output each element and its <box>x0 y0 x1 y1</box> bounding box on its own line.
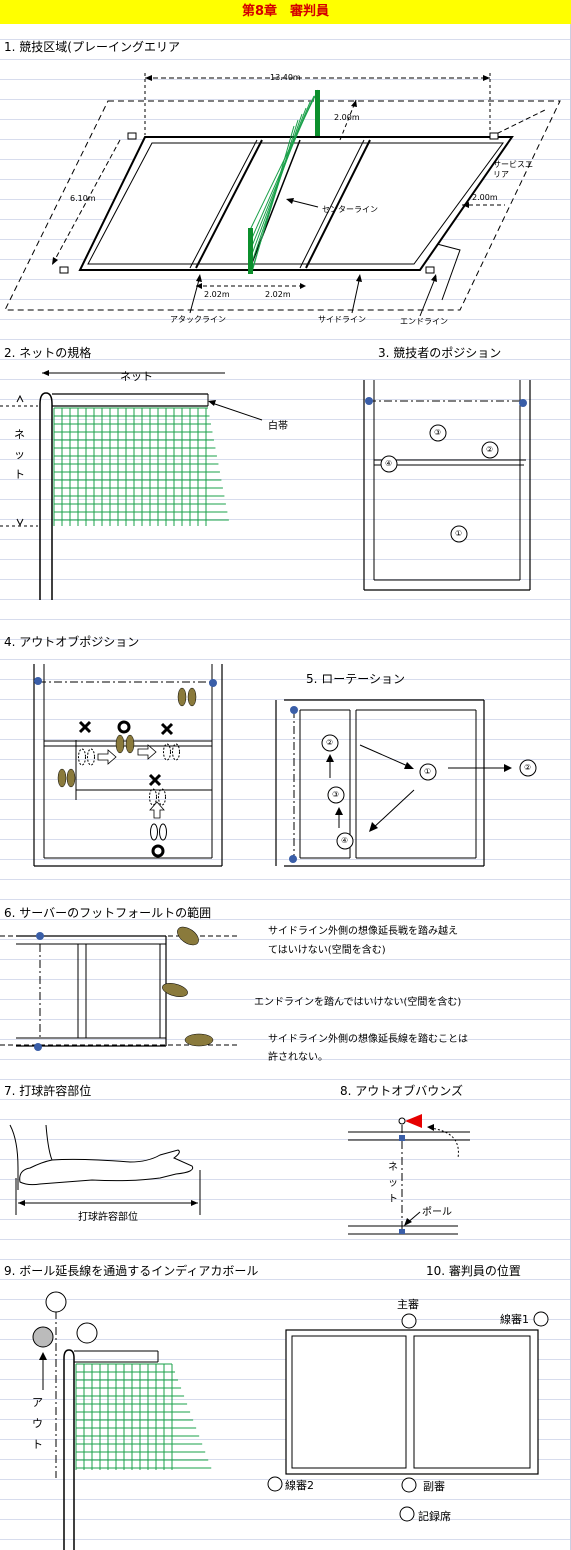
pole-right-1 <box>315 90 320 136</box>
out-of-position-diagram <box>33 664 223 867</box>
attack-right-label: 2.02m <box>265 290 291 299</box>
free-zone-label: 2.00m <box>472 193 498 202</box>
referee-2-label: 副審 <box>423 1480 445 1493</box>
rotation-position-4: ④ <box>341 836 349 845</box>
rotation-position-2: ② <box>326 738 334 747</box>
position-1: ① <box>455 529 463 538</box>
hitting-area-caption: 打球許容部位 <box>78 1212 138 1223</box>
attack-left-label: 2.02m <box>204 290 230 299</box>
out-of-bounds-diagram <box>348 1114 470 1235</box>
net-width-label: ネット <box>120 370 153 383</box>
foot-fault-note-1-line-1: サイドライン外側の想像延長戦を踏み越え <box>268 926 458 937</box>
top-tape-label: 白帯 <box>268 421 288 432</box>
section-8-heading: 8. アウトオブバウンズ <box>340 1084 464 1098</box>
rotation-position-3: ③ <box>332 790 340 799</box>
foot-fault-diagram <box>0 926 240 1051</box>
section-1-heading: 1. 競技区域(プレーイングエリア <box>4 40 180 54</box>
section-6-heading: 6. サーバーのフットフォールトの範囲 <box>4 906 212 920</box>
rotation-diagram <box>275 699 537 867</box>
foot-fault-note-2: エンドラインを踏んではいけない(空間を含む) <box>254 997 462 1008</box>
side-line-label: サイドライン <box>318 315 366 324</box>
foot-fault-note-3-line-2: 許されない。 <box>268 1052 328 1063</box>
net-height-label: ネ ッ ト <box>14 428 25 481</box>
section-9-heading: 9. ボール延長線を通過するインディアカボール <box>4 1264 259 1278</box>
section-10-heading: 10. 審判員の位置 <box>426 1264 521 1278</box>
section-4-heading: 4. アウトオブポジション <box>4 635 140 649</box>
center-line-label: センターライン <box>322 205 378 214</box>
end-line-label: エンドライン <box>400 317 448 326</box>
rotation-position-2-out: ② <box>524 763 532 772</box>
net-spec-diagram <box>0 370 263 600</box>
rotation-position-1: ① <box>424 767 432 776</box>
attack-line-label: アタックライン <box>170 315 226 324</box>
court-depth-label: 6.10m <box>70 194 96 203</box>
section-2-heading: 2. ネットの規格 <box>4 346 92 360</box>
section-7-heading: 7. 打球許容部位 <box>4 1084 92 1098</box>
foot-fault-note-1-line-2: てはいけない(空間を含む) <box>268 945 386 956</box>
position-3: ③ <box>434 428 442 437</box>
section-5-heading: 5. ローテーション <box>306 672 406 686</box>
hitting-area-diagram <box>9 1124 201 1215</box>
line-judge-1-label: 線審1 <box>500 1313 529 1326</box>
pole-label: ポール <box>422 1207 452 1218</box>
out-label: ア ウ ト <box>32 1396 43 1451</box>
player-position-diagram <box>363 380 531 591</box>
position-4: ④ <box>385 459 393 468</box>
foot-fault-note-3-line-1: サイドライン外側の想像延長線を踏むことは <box>268 1034 468 1045</box>
playing-area-diagram <box>4 73 561 317</box>
out-of-bounds-net-label: ネ ッ ト <box>388 1162 398 1205</box>
chapter-title: 第8章 審判員 <box>0 0 571 24</box>
service-zone-label: 2.00m <box>334 113 360 122</box>
section-3-heading: 3. 競技者のポジション <box>378 346 502 360</box>
position-2: ② <box>486 445 494 454</box>
line-judge-2-label: 線審2 <box>285 1479 314 1492</box>
service-area-label: サービスエリア <box>493 160 533 179</box>
pole-left-1 <box>248 228 253 274</box>
referee-1-label: 主審 <box>397 1298 419 1311</box>
court-width-label: 13.40m <box>270 73 301 82</box>
scorer-label: 記録席 <box>418 1510 451 1523</box>
